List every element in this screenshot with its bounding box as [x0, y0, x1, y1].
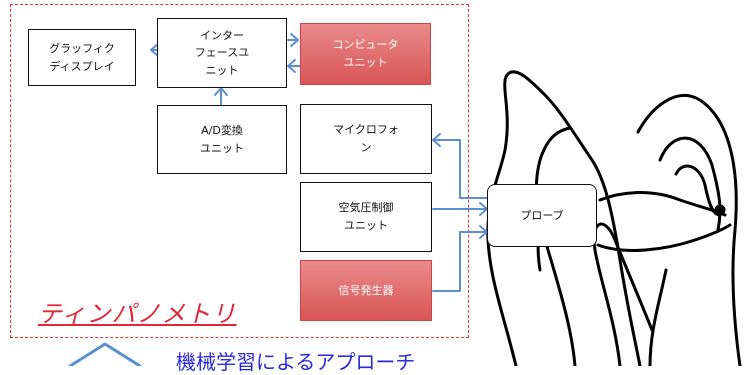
bottom-caption: 機械学習によるアプローチ	[176, 350, 416, 374]
interface-unit-box: インター フェースユ ニット	[157, 18, 287, 88]
microphone-box: マイクロフォ ン	[300, 104, 432, 174]
system-frame	[10, 4, 469, 338]
signal-generator-box: 信号発生器	[300, 260, 432, 321]
graphic-display-box: グラッフィク ディスプレイ	[28, 29, 136, 86]
connector-arrows	[68, 33, 488, 366]
computer-unit-box: コンピュータ ユニット	[300, 23, 431, 85]
ad-converter-box: A/D変換 ユニット	[157, 105, 287, 174]
diagram-title: ティンパノメトリ	[38, 300, 237, 328]
air-pressure-control-box: 空気圧制御 ユニット	[300, 182, 432, 252]
probe-box: プローブ	[487, 184, 597, 247]
